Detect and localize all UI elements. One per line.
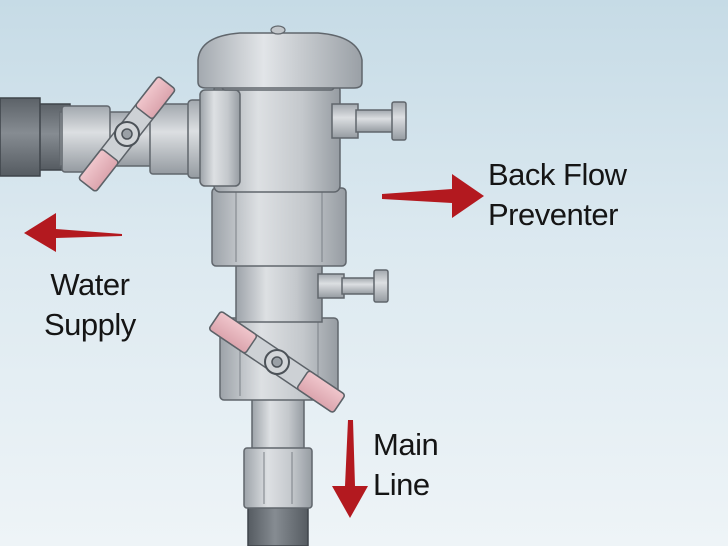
label-back-flow-line1: Back Flow — [488, 157, 627, 192]
lower-valve-handle — [209, 311, 345, 413]
upper-valve-handle — [78, 76, 176, 192]
label-water-supply: Water Supply — [44, 265, 136, 345]
arrow-water-supply — [24, 213, 122, 252]
label-main-line-line2: Line — [373, 467, 430, 502]
arrow-back-flow — [382, 174, 484, 218]
label-back-flow-preventer: Back Flow Preventer — [488, 155, 627, 235]
label-main-line-line1: Main — [373, 427, 439, 462]
label-main-line: Main Line — [373, 425, 439, 505]
main-line-pipe — [243, 397, 313, 546]
arrow-main-line — [332, 420, 368, 518]
label-water-supply-line2: Supply — [44, 307, 136, 342]
preventer-body — [197, 25, 407, 401]
label-water-supply-line1: Water — [50, 267, 130, 302]
label-back-flow-line2: Preventer — [488, 197, 618, 232]
